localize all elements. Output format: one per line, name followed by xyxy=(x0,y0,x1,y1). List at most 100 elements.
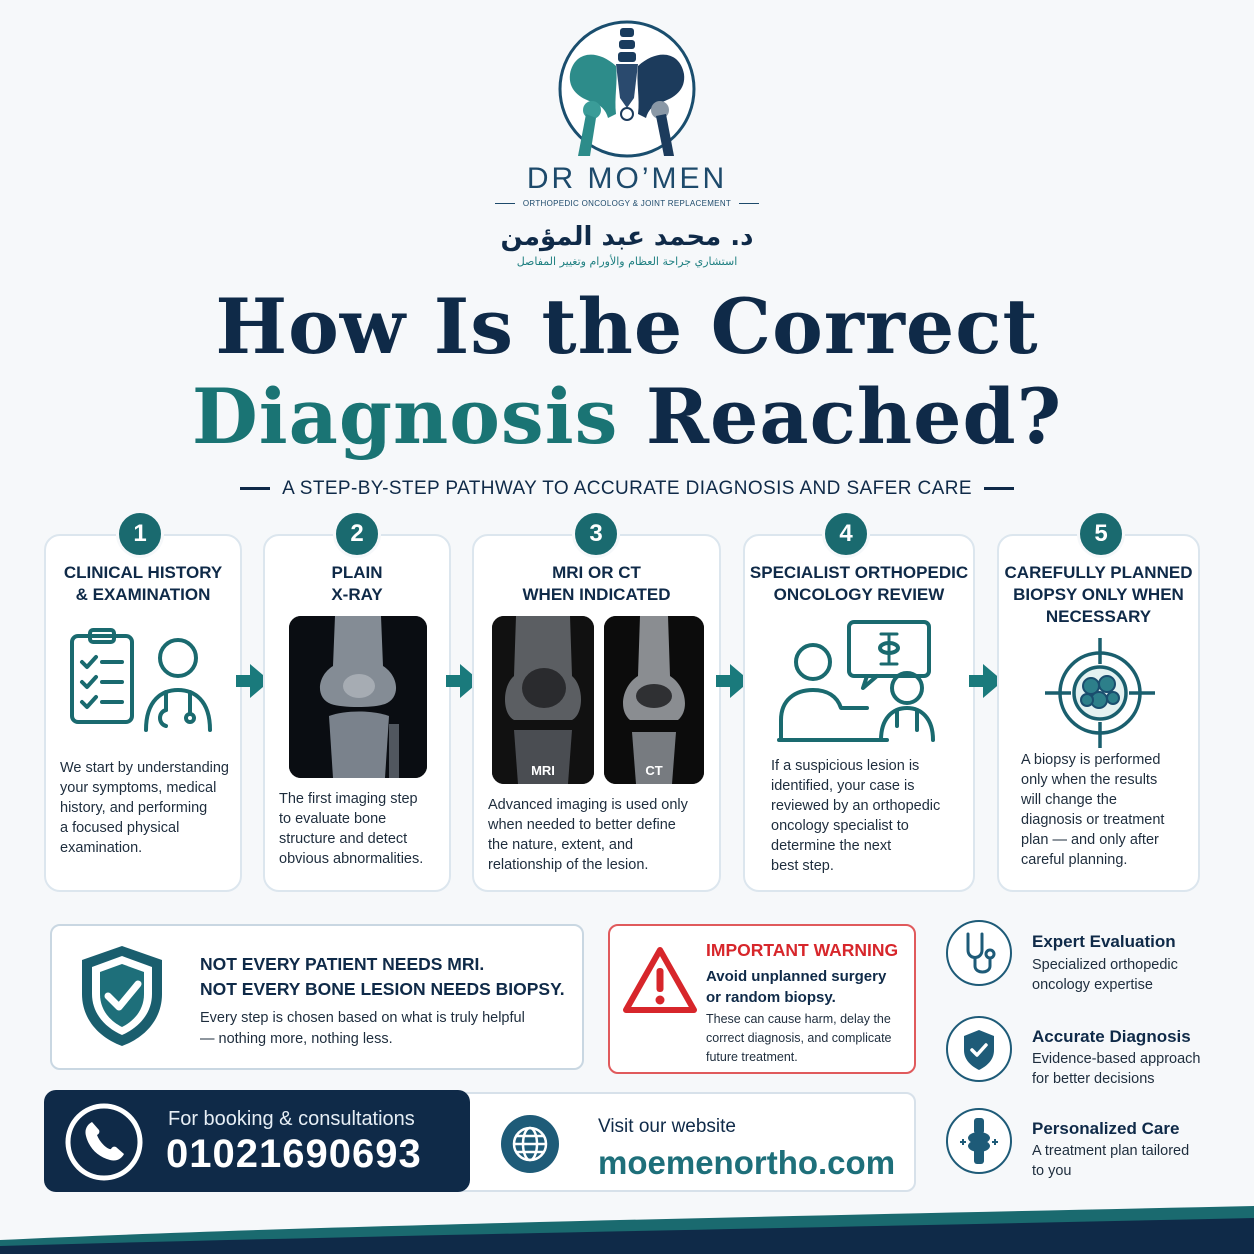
clipboard-doctor-icon xyxy=(70,628,212,732)
title-rest: Reached? xyxy=(645,372,1063,461)
shield-check-icon xyxy=(82,946,162,1046)
step-2-body-line: The first imaging step xyxy=(279,791,418,807)
step-4-body: If a suspicious lesion is identified, yo… xyxy=(771,756,971,876)
step-card-3: MRI OR CT WHEN INDICATED MRI CT Advanced… xyxy=(472,534,721,892)
step-badge-2: 2 xyxy=(333,510,381,558)
page-subtitle: A STEP-BY-STEP PATHWAY TO ACCURATE DIAGN… xyxy=(0,478,1254,500)
notice-body1: Every step is chosen based on what is tr… xyxy=(200,1010,525,1026)
step-card-5: CAREFULLY PLANNED BIOPSY ONLY WHEN NECES… xyxy=(997,534,1200,892)
step-card-1: CLINICAL HISTORY & EXAMINATION We start … xyxy=(44,534,242,892)
title-highlight: Diagnosis xyxy=(191,372,619,461)
step-badge-4: 4 xyxy=(822,510,870,558)
step-1-body-line: a focused physical xyxy=(60,820,180,836)
step-4-title-l2: ONCOLOGY REVIEW xyxy=(773,585,945,604)
step-1-body-line: your symptoms, medical xyxy=(60,780,217,796)
step-1-body-line: We start by understanding xyxy=(60,760,229,776)
warning-body1: These can cause harm, delay the xyxy=(706,1012,891,1026)
step-2-body-line: to evaluate bone xyxy=(279,811,387,827)
step-5-body: A biopsy is performed only when the resu… xyxy=(1021,750,1197,870)
step-badge-3: 3 xyxy=(572,510,620,558)
booking-button[interactable]: For booking & consultations 01021690693 xyxy=(44,1090,470,1192)
step-5-body-line: plan — and only after xyxy=(1021,832,1159,848)
step-2-body-line: obvious abnormalities. xyxy=(279,851,424,867)
step-1-title: CLINICAL HISTORY & EXAMINATION xyxy=(46,562,240,606)
feature-desc-personalized: A treatment plan tailored to you xyxy=(1032,1141,1232,1181)
step-card-2: PLAIN X-RAY The first imaging step to ev… xyxy=(263,534,451,892)
step-badge-1: 1 xyxy=(116,510,164,558)
notice-line2: NOT EVERY BONE LESION NEEDS BIOPSY. xyxy=(200,979,565,999)
subtitle-text: A STEP-BY-STEP PATHWAY TO ACCURATE DIAGN… xyxy=(282,478,972,499)
globe-icon xyxy=(501,1115,559,1173)
website-link[interactable]: Visit our website moemenortho.com xyxy=(440,1092,916,1192)
pelvis-logo xyxy=(558,20,696,158)
warning-headline2: or random biopsy. xyxy=(706,989,836,1006)
step-1-body: We start by understanding your symptoms,… xyxy=(60,758,240,858)
step-5-title-l3: NECESSARY xyxy=(1045,607,1152,626)
subtitle-dash-left xyxy=(240,487,271,491)
booking-phone[interactable]: 01021690693 xyxy=(166,1132,422,1176)
step-5-body-line: will change the xyxy=(1021,792,1117,808)
xray-image xyxy=(289,616,427,778)
shield-check-icon xyxy=(946,1016,1012,1082)
step-2-title: PLAIN X-RAY xyxy=(265,562,449,606)
shield-glyph xyxy=(964,1030,994,1070)
warning-triangle-icon xyxy=(623,947,697,1013)
step-2-title-l1: PLAIN xyxy=(331,563,383,582)
step-4-body-line: oncology specialist to xyxy=(771,818,909,834)
step-3-title-l2: WHEN INDICATED xyxy=(522,585,671,604)
warning-title: IMPORTANT WARNING xyxy=(706,940,899,960)
ct-label: CT xyxy=(645,763,663,778)
ct-image: CT xyxy=(604,616,704,784)
step-1-title-l2: & EXAMINATION xyxy=(75,585,211,604)
feature-title-accurate: Accurate Diagnosis xyxy=(1032,1027,1191,1046)
warning-body2: correct diagnosis, and complicate xyxy=(706,1031,892,1045)
feature-desc-line: to you xyxy=(1032,1163,1072,1179)
phone-icon xyxy=(65,1103,143,1181)
website-url[interactable]: moemenortho.com xyxy=(598,1144,896,1181)
step-1-body-line: examination. xyxy=(60,840,143,856)
step-3-title-l1: MRI OR CT xyxy=(552,563,641,582)
brand-name: DR MO’MEN xyxy=(526,162,728,195)
step-3-body-line: the nature, extent, and xyxy=(488,837,634,853)
mri-image: MRI xyxy=(492,616,594,784)
step-2-body: The first imaging step to evaluate bone … xyxy=(279,789,449,869)
step-5-title-l1: CAREFULLY PLANNED xyxy=(1004,563,1193,582)
step-3-body-line: when needed to better define xyxy=(488,817,676,833)
step-4-body-line: determine the next xyxy=(771,838,892,854)
step-5-body-line: diagnosis or treatment xyxy=(1021,812,1165,828)
page-title-line2: Diagnosis Reached? xyxy=(0,372,1254,461)
step-4-body-line: If a suspicious lesion is xyxy=(771,758,920,774)
bottom-wave xyxy=(0,1206,1254,1254)
feature-title-expert: Expert Evaluation xyxy=(1032,932,1176,951)
feature-desc-line: A treatment plan tailored xyxy=(1032,1143,1190,1159)
feature-desc-line: for better decisions xyxy=(1032,1071,1155,1087)
step-5-title-l2: BIOPSY ONLY WHEN xyxy=(1013,585,1184,604)
notice-body2: — nothing more, nothing less. xyxy=(200,1031,393,1047)
step-2-title-l2: X-RAY xyxy=(331,585,383,604)
feature-desc-expert: Specialized orthopedic oncology expertis… xyxy=(1032,955,1232,995)
mri-label: MRI xyxy=(531,763,555,778)
stethoscope-icon xyxy=(946,920,1012,986)
brand-arabic-subtitle: استشاري جراحة العظام والأورام وتغيير الم… xyxy=(516,255,738,268)
warning-body3: future treatment. xyxy=(706,1050,798,1064)
step-4-body-line: identified, your case is xyxy=(771,778,915,794)
step-5-body-line: careful planning. xyxy=(1021,852,1128,868)
step-3-body: Advanced imaging is used only when neede… xyxy=(488,795,718,875)
step-5-body-line: only when the results xyxy=(1021,772,1158,788)
page-title-line1: How Is the Correct xyxy=(215,282,1039,371)
joint-icon xyxy=(946,1108,1012,1174)
brand-arabic-name: د. محمد عبد المؤمن xyxy=(500,222,754,252)
step-5-title: CAREFULLY PLANNED BIOPSY ONLY WHEN NECES… xyxy=(999,562,1198,628)
step-5-body-line: A biopsy is performed xyxy=(1021,752,1161,768)
feature-title-personalized: Personalized Care xyxy=(1032,1119,1180,1138)
warning-panel: IMPORTANT WARNING Avoid unplanned surger… xyxy=(608,924,916,1074)
notice-line1: NOT EVERY PATIENT NEEDS MRI. xyxy=(200,954,485,974)
stethoscope-glyph xyxy=(966,932,996,974)
feature-desc-line: Evidence-based approach xyxy=(1032,1051,1201,1067)
website-label: Visit our website xyxy=(598,1116,736,1137)
biopsy-target-icon xyxy=(1045,638,1155,748)
notice-panel: NOT EVERY PATIENT NEEDS MRI. NOT EVERY B… xyxy=(50,924,584,1070)
subtitle-dash-right xyxy=(983,487,1014,491)
feature-desc-line: oncology expertise xyxy=(1032,977,1153,993)
step-4-body-line: best step. xyxy=(771,858,834,874)
